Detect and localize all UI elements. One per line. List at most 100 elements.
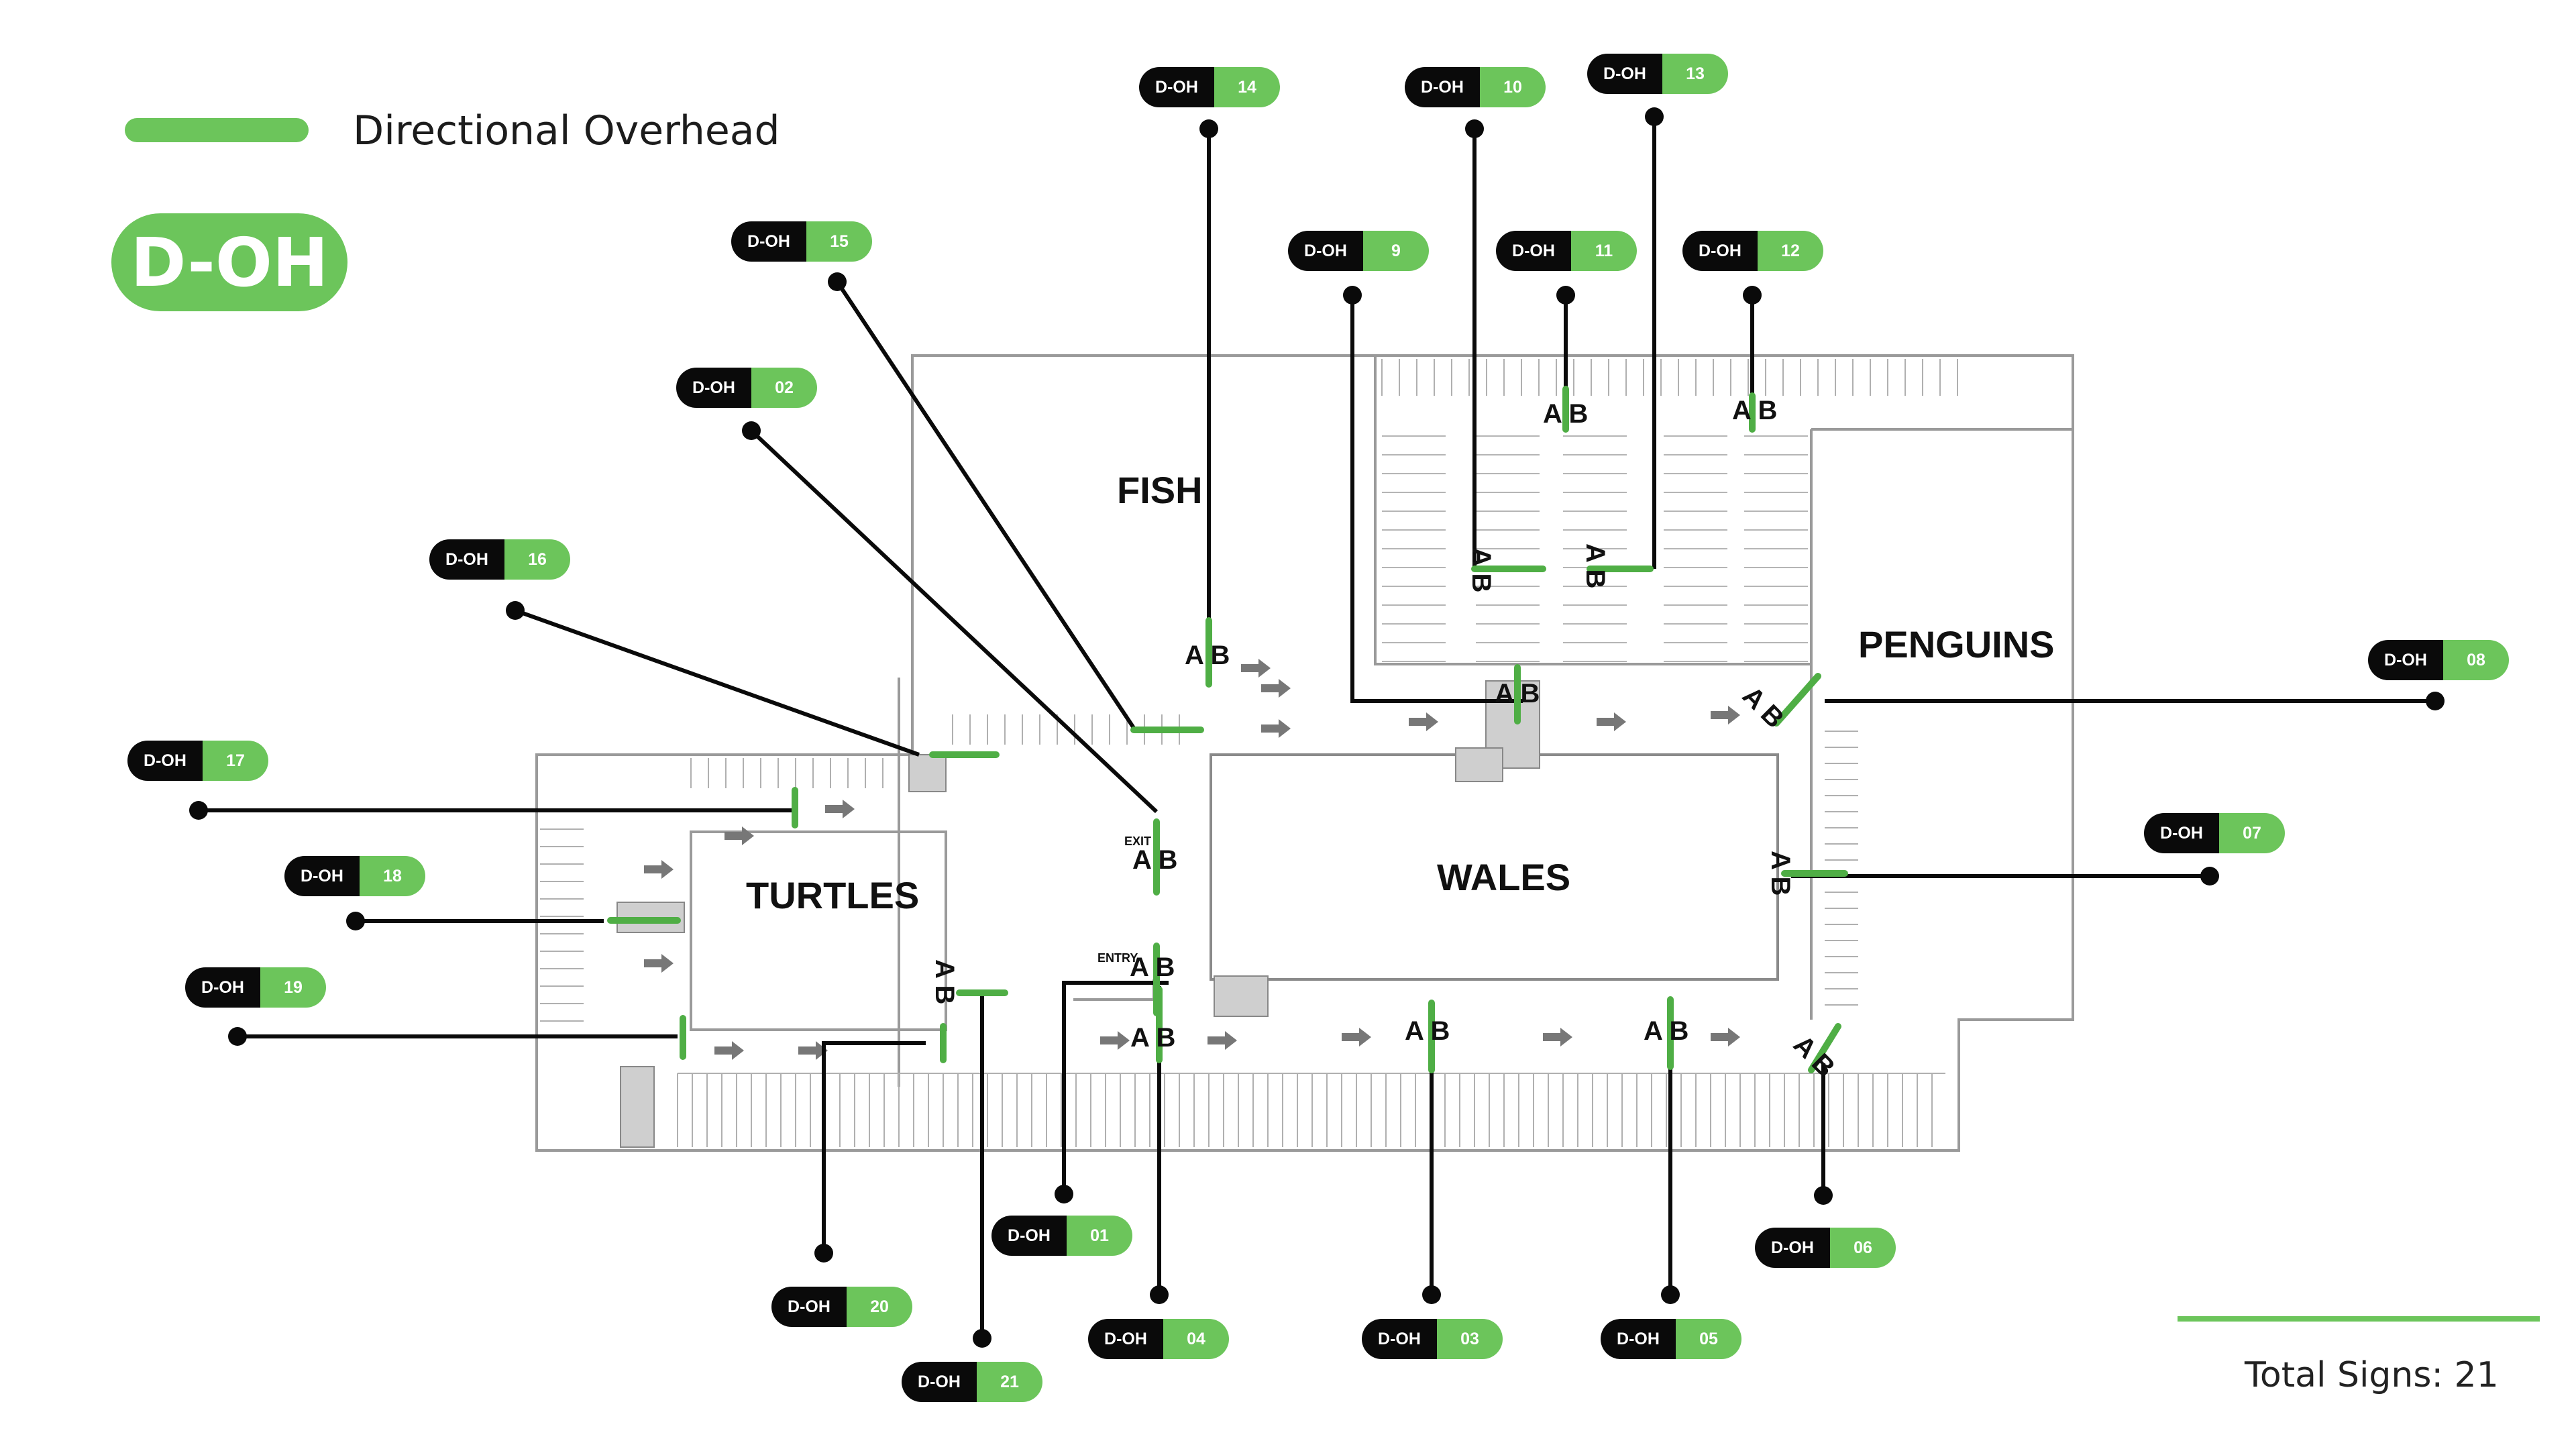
sign-type-badge: D-OH [111,213,347,311]
sign-face-label: A B [1543,399,1589,429]
leader-line-16 [514,608,920,757]
leader-dot-08 [2426,692,2445,710]
leader-dot-15 [828,272,847,291]
sign-callout-code: D-OH [676,368,751,408]
sign-callout-number: 15 [806,221,872,262]
area-label-penguins: PENGUINS [1858,623,2055,665]
sign-callout-number: 03 [1437,1319,1503,1359]
sign-callout-number: 12 [1758,231,1823,271]
leader-dot-01 [1055,1185,1073,1203]
sign-callout-code: D-OH [127,741,203,781]
sign-callout-code: D-OH [1587,54,1662,94]
sign-callout-code: D-OH [771,1287,847,1327]
sign-face-label: A B [1466,547,1496,593]
leader-dot-11 [1556,286,1575,305]
sign-marker-06 [1808,1023,1841,1073]
sign-face-label: A B [1130,1023,1176,1053]
legend-label: Directional Overhead [353,107,780,154]
leader-dot-18 [346,912,365,930]
sign-callout-number: 07 [2219,813,2285,853]
sign-callout-code: D-OH [902,1362,977,1402]
sign-face-label: A B [1130,953,1175,982]
sign-callout-number: 21 [977,1362,1042,1402]
leader-dot-13 [1645,107,1664,126]
sign-callout-code: D-OH [1139,67,1214,107]
sign-callout-code: D-OH [2368,640,2443,680]
sign-callout-number: 17 [203,741,268,781]
leader-line-15 [835,280,1136,729]
sign-callout-code: D-OH [1405,67,1480,107]
entry-label: ENTRY [1097,951,1138,965]
leader-dot-12 [1743,286,1762,305]
leader-dot-07 [2200,867,2219,885]
leader-dot-05 [1661,1285,1680,1304]
sign-face-label: A B [1580,543,1610,589]
sign-face-label: A B [930,959,959,1005]
total-signs-label: Total Signs: 21 [2245,1355,2499,1395]
sign-callout-number: 05 [1676,1319,1741,1359]
leader-dots [189,107,2445,1348]
sign-face-label: A B [1732,396,1778,425]
leader-dot-03 [1422,1285,1441,1304]
sign-face-label: A B [1766,851,1795,896]
sign-face-label: A B [1405,1016,1450,1046]
leader-line-01 [1062,981,1169,1194]
legend-swatch [125,118,309,142]
sign-marker-08 [1773,673,1821,727]
sign-callout-number: 11 [1571,231,1637,271]
leader-dot-19 [228,1027,247,1046]
sign-callout-number: 20 [847,1287,912,1327]
area-label-wales: WALES [1437,856,1571,898]
sign-callout-number: 04 [1163,1319,1229,1359]
leader-dot-16 [506,601,525,620]
leader-dot-02 [742,421,761,440]
sign-callout-code: D-OH [1088,1319,1163,1359]
sign-callout-number: 14 [1214,67,1280,107]
sign-callout-number: 18 [360,856,425,896]
parking-rows-north [1382,435,1808,662]
sign-callout-code: D-OH [185,967,260,1008]
sign-callout-code: D-OH [731,221,806,262]
leader-dot-04 [1150,1285,1169,1304]
sign-face-label: A B [1495,679,1540,708]
sign-face-label: A B [1644,1016,1689,1046]
leader-line-9 [1350,295,1523,703]
sign-callout-code: D-OH [1362,1319,1437,1359]
sign-callout-code: D-OH [1601,1319,1676,1359]
leader-dot-10 [1465,119,1484,138]
sign-callout-code: D-OH [1682,231,1758,271]
leader-line-20 [822,1041,926,1253]
sign-callout-number: 08 [2443,640,2509,680]
sign-callout-code: D-OH [1496,231,1571,271]
leader-dot-20 [814,1244,833,1263]
leader-line-02 [749,429,1159,814]
area-label-turtles: TURTLES [746,874,920,916]
leader-dot-21 [973,1329,991,1348]
leader-dot-06 [1814,1186,1833,1205]
sign-callout-code: D-OH [429,539,504,580]
sign-face-label: A B [1185,641,1230,670]
